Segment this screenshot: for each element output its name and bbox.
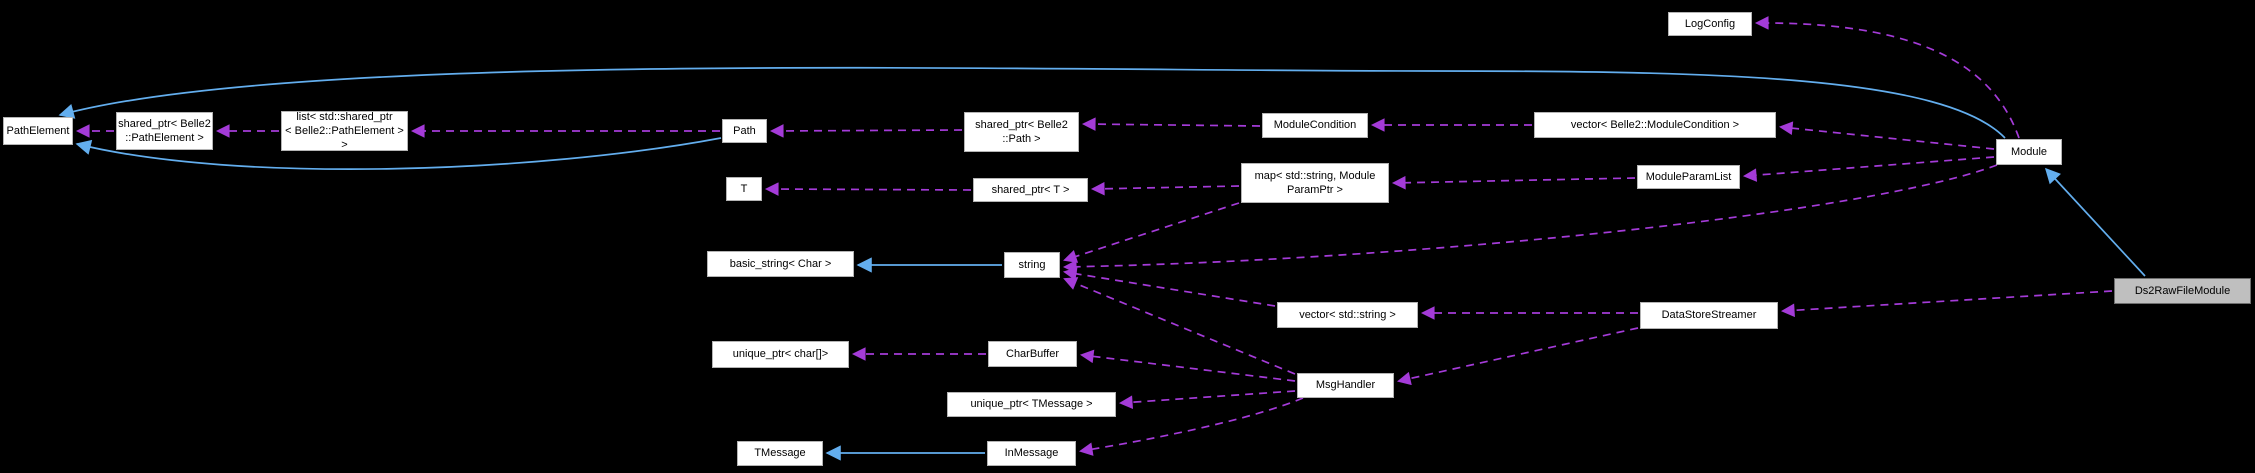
edge-module-to-logconfig [1754, 16, 2020, 139]
node-path[interactable]: Path [722, 119, 767, 143]
edge-moduleparamlist-to-map-std-string-moduleparamptr [1391, 175, 1636, 190]
node-pathelement[interactable]: PathElement [3, 117, 73, 145]
node-msghandler[interactable]: MsgHandler [1297, 373, 1394, 398]
edge-vector-std-string-to-string [1062, 267, 1276, 307]
node-unique-ptr-tmessage[interactable]: unique_ptr< TMessage > [947, 392, 1116, 417]
node-modulecondition[interactable]: ModuleCondition [1262, 113, 1368, 138]
node-map-std-string-moduleparamptr[interactable]: map< std::string, Module ParamPtr > [1241, 163, 1389, 203]
node-moduleparamlist[interactable]: ModuleParamList [1637, 165, 1740, 189]
node-shared-ptr-belle2-path[interactable]: shared_ptr< Belle2 ::Path > [964, 112, 1079, 152]
edge-module-to-vector-belle2-modulecondition [1778, 121, 1995, 150]
edge-shared-ptr-belle2-path-to-path [769, 124, 963, 138]
node-ds2rawfilemodule[interactable]: Ds2RawFileModule [2114, 278, 2251, 304]
edge-map-std-string-moduleparamptr-to-string [1063, 202, 1240, 263]
edge-msghandler-to-charbuffer [1079, 349, 1296, 382]
node-vector-std-string[interactable]: vector< std::string > [1277, 302, 1418, 328]
edge-module-to-string [1062, 164, 1998, 274]
edges [58, 16, 2146, 461]
node-module[interactable]: Module [1996, 139, 2062, 165]
node-datastorestreamer[interactable]: DataStoreStreamer [1640, 302, 1778, 329]
edge-module-to-moduleparamlist [1742, 156, 1995, 182]
node-t[interactable]: T [726, 177, 762, 201]
node-shared-ptr-t[interactable]: shared_ptr< T > [973, 178, 1088, 202]
node-shared-ptr-belle2-pathelement[interactable]: shared_ptr< Belle2 ::PathElement > [116, 112, 213, 150]
edge-module-to-pathelement [58, 66, 2006, 139]
node-charbuffer[interactable]: CharBuffer [988, 341, 1077, 367]
node-logconfig[interactable]: LogConfig [1668, 12, 1752, 36]
edge-msghandler-to-unique-ptr-tmessage [1118, 390, 1296, 409]
node-basic-string-char[interactable]: basic_string< Char > [707, 251, 854, 277]
edge-map-std-string-moduleparamptr-to-shared-ptr-t [1090, 181, 1240, 196]
edge-ds2rawfilemodule-to-module [2044, 167, 2146, 277]
node-string[interactable]: string [1004, 252, 1060, 278]
edge-modulecondition-to-shared-ptr-belle2-path [1081, 117, 1261, 131]
node-unique-ptr-char[interactable]: unique_ptr< char[]> [712, 341, 849, 368]
node-list-std-shared-ptr-belle2-pathelement[interactable]: list< std::shared_ptr < Belle2::PathElem… [281, 111, 408, 151]
edge-msghandler-to-inmessage [1078, 397, 1304, 456]
edge-ds2rawfilemodule-to-datastorestreamer [1780, 290, 2113, 318]
edge-datastorestreamer-to-msghandler [1397, 327, 1639, 386]
node-tmessage[interactable]: TMessage [737, 441, 823, 466]
edge-msghandler-to-string [1063, 277, 1296, 375]
node-vector-belle2-modulecondition[interactable]: vector< Belle2::ModuleCondition > [1534, 112, 1776, 138]
edge-path-to-pathelement [75, 137, 722, 170]
edge-shared-ptr-t-to-t [764, 182, 972, 196]
node-inmessage[interactable]: InMessage [987, 441, 1076, 466]
